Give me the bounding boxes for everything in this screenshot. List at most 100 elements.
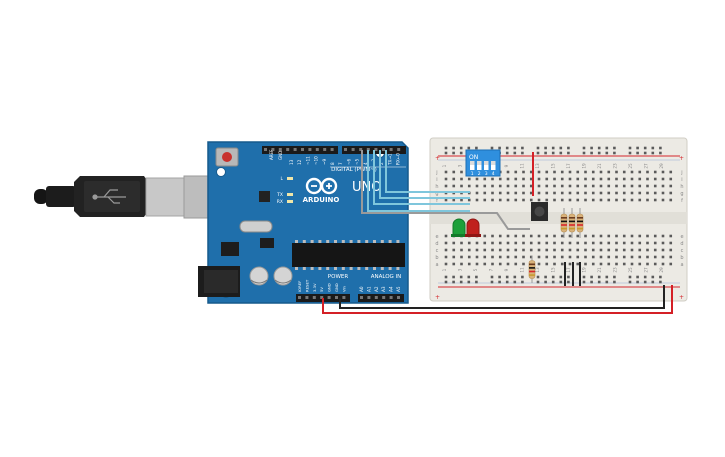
breadboard-hole[interactable] [643, 280, 647, 284]
breadboard-hole[interactable] [498, 255, 502, 259]
breadboard-hole[interactable] [591, 262, 595, 266]
reset-button-cap[interactable] [222, 152, 232, 162]
dip-toggle-slider[interactable] [470, 161, 475, 165]
breadboard-hole[interactable] [659, 146, 662, 150]
breadboard-hole[interactable] [568, 255, 572, 259]
breadboard-hole[interactable] [529, 184, 533, 188]
breadboard-hole[interactable] [513, 151, 517, 155]
breadboard-hole[interactable] [513, 146, 517, 150]
breadboard-hole[interactable] [537, 198, 541, 202]
breadboard-hole[interactable] [490, 146, 494, 150]
breadboard-hole[interactable] [607, 262, 611, 266]
breadboard-hole[interactable] [630, 170, 634, 174]
breadboard-hole[interactable] [553, 234, 556, 238]
breadboard-hole[interactable] [475, 255, 479, 259]
breadboard-hole[interactable] [622, 248, 626, 252]
header-pin[interactable] [264, 148, 267, 151]
header-pin[interactable] [327, 296, 331, 299]
breadboard-hole[interactable] [452, 248, 456, 252]
breadboard-hole[interactable] [636, 275, 639, 279]
breadboard-hole[interactable] [545, 234, 549, 238]
breadboard-hole[interactable] [615, 177, 618, 181]
breadboard-hole[interactable] [568, 248, 572, 252]
breadboard-hole[interactable] [615, 198, 618, 202]
breadboard-hole[interactable] [545, 248, 549, 252]
wire-black-gnd[interactable] [339, 285, 665, 309]
breadboard-hole[interactable] [615, 184, 618, 188]
breadboard-hole[interactable] [636, 151, 639, 155]
breadboard-hole[interactable] [522, 255, 525, 259]
breadboard-hole[interactable] [582, 275, 586, 279]
breadboard-hole[interactable] [646, 262, 649, 266]
breadboard-hole[interactable] [584, 248, 587, 252]
breadboard-hole[interactable] [491, 184, 494, 188]
breadboard-hole[interactable] [475, 280, 478, 284]
breadboard-hole[interactable] [514, 248, 518, 252]
breadboard-hole[interactable] [638, 255, 642, 259]
breadboard-hole[interactable] [661, 191, 665, 195]
breadboard-hole[interactable] [522, 191, 525, 195]
breadboard-hole[interactable] [607, 255, 611, 259]
breadboard-hole[interactable] [669, 255, 673, 259]
breadboard-hole[interactable] [529, 234, 533, 238]
breadboard-hole[interactable] [498, 248, 502, 252]
breadboard-hole[interactable] [444, 177, 448, 181]
breadboard-hole[interactable] [452, 262, 456, 266]
dip-toggle[interactable] [477, 161, 482, 170]
breadboard-hole[interactable] [646, 191, 649, 195]
breadboard-hole[interactable] [659, 275, 662, 279]
breadboard-hole[interactable] [529, 191, 533, 195]
breadboard-hole[interactable] [638, 234, 642, 238]
breadboard-hole[interactable] [444, 241, 448, 245]
breadboard-hole[interactable] [452, 177, 456, 181]
breadboard-hole[interactable] [584, 262, 587, 266]
breadboard-hole[interactable] [630, 198, 634, 202]
breadboard-hole[interactable] [544, 275, 547, 279]
header-pin[interactable] [320, 296, 324, 299]
breadboard-hole[interactable] [661, 248, 665, 252]
breadboard-hole[interactable] [568, 198, 572, 202]
breadboard-hole[interactable] [638, 248, 642, 252]
breadboard-hole[interactable] [669, 191, 673, 195]
breadboard-hole[interactable] [661, 198, 665, 202]
breadboard-hole[interactable] [467, 255, 471, 259]
breadboard-hole[interactable] [560, 191, 564, 195]
breadboard-hole[interactable] [622, 262, 626, 266]
breadboard-hole[interactable] [537, 255, 541, 259]
breadboard-hole[interactable] [591, 241, 595, 245]
breadboard-hole[interactable] [545, 198, 549, 202]
breadboard-hole[interactable] [514, 241, 518, 245]
breadboard-hole[interactable] [537, 191, 541, 195]
breadboard-hole[interactable] [669, 241, 673, 245]
breadboard-hole[interactable] [661, 177, 665, 181]
breadboard-hole[interactable] [599, 198, 603, 202]
header-pin[interactable] [335, 296, 338, 299]
breadboard-hole[interactable] [653, 198, 657, 202]
breadboard-hole[interactable] [553, 191, 556, 195]
breadboard-hole[interactable] [599, 262, 603, 266]
breadboard-hole[interactable] [491, 198, 494, 202]
breadboard-hole[interactable] [545, 255, 549, 259]
breadboard-hole[interactable] [590, 280, 593, 284]
breadboard-hole[interactable] [669, 248, 673, 252]
breadboard-hole[interactable] [444, 255, 448, 259]
breadboard-hole[interactable] [460, 198, 463, 202]
breadboard-hole[interactable] [576, 241, 580, 245]
breadboard-hole[interactable] [536, 280, 540, 284]
breadboard-hole[interactable] [545, 170, 549, 174]
breadboard-hole[interactable] [483, 255, 487, 259]
breadboard-hole[interactable] [630, 241, 634, 245]
breadboard-hole[interactable] [615, 248, 618, 252]
breadboard-hole[interactable] [498, 198, 502, 202]
breadboard-hole[interactable] [638, 177, 642, 181]
breadboard-hole[interactable] [661, 262, 665, 266]
dip-toggle[interactable] [491, 161, 496, 170]
breadboard-hole[interactable] [529, 198, 533, 202]
breadboard-hole[interactable] [498, 177, 502, 181]
breadboard-hole[interactable] [522, 198, 525, 202]
header-pin[interactable] [374, 148, 378, 151]
breadboard-hole[interactable] [607, 170, 611, 174]
breadboard-hole[interactable] [669, 184, 673, 188]
breadboard-hole[interactable] [491, 191, 494, 195]
breadboard-hole[interactable] [590, 275, 593, 279]
